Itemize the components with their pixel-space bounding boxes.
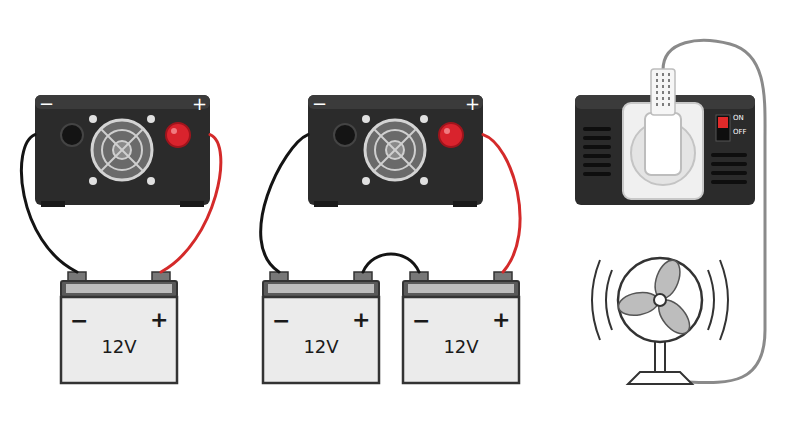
battery [263,272,379,383]
vent-slot [711,171,747,175]
black-wire [21,135,77,272]
plug-grip-line [668,73,670,109]
vent-slot [711,153,747,157]
vent-slot [583,154,611,158]
terminal-sign: − [412,310,430,332]
terminal-sign: + [192,95,207,113]
switch-rocker [718,117,728,128]
switch-label: ON [733,115,744,122]
voltage-label: 12V [60,338,178,356]
voltage-label: 12V [402,338,520,356]
terminal-sign: − [70,310,88,332]
terminal-sign: − [39,95,54,113]
inverter-front: −+ [35,95,210,205]
wire-path [21,135,77,272]
plug-grip-line [662,73,664,109]
vent-slot [711,180,747,184]
battery [403,272,519,383]
battery: − +12V [60,272,178,384]
red-wire [483,135,520,272]
socket [623,103,703,199]
battery: − +12V [402,272,520,384]
vibration-arc [720,260,728,340]
fan-icon [592,257,728,384]
power-switch [716,115,730,141]
inverter-back [575,69,755,205]
plug [645,113,681,175]
fan-neck [655,340,665,372]
wire-path [261,135,308,272]
vent-slot [711,162,747,166]
terminal-sign: − [312,95,327,113]
terminal-sign: − [272,310,290,332]
black-wire [363,254,419,272]
vent-slot [583,163,611,167]
voltage-label: 12V [262,338,380,356]
plug-grip [651,69,675,115]
black-wire [261,135,308,272]
terminal-sign: + [465,95,480,113]
vibration-arc [708,270,714,330]
battery: − +12V [262,272,380,384]
plug-grip-line [656,73,658,109]
fan-blade [617,290,660,319]
terminal-sign: + [492,309,510,331]
inverter-front: −+ [308,95,483,205]
terminal-sign: + [150,309,168,331]
inverter-front [308,95,483,207]
vibration-arc [606,270,612,330]
vent-slot [583,145,611,149]
inverter-front [35,95,210,207]
battery [61,272,177,383]
wire-path [363,254,419,272]
wire-path [483,135,520,272]
terminal-sign: + [352,309,370,331]
vibration-arc [592,260,600,340]
vent-slot [583,172,611,176]
inverter-back: ON OFF [575,95,755,205]
fan-blade [653,294,696,339]
fan-hub [654,294,666,306]
wire-path [161,135,221,272]
fan-base [628,372,692,384]
red-wire [161,135,221,272]
vent-slot [583,136,611,140]
switch-label: OFF [733,129,747,136]
vent-slot [583,127,611,131]
